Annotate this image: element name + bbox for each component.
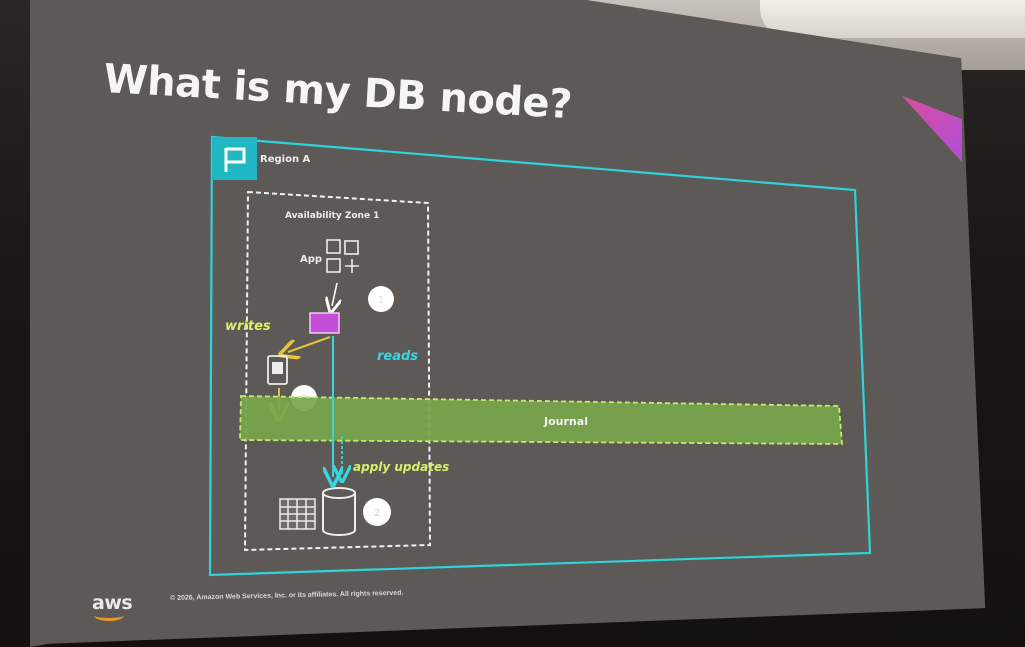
aws-logo: aws: [92, 592, 133, 614]
svg-text:2: 2: [374, 508, 380, 519]
client-box-icon: [309, 312, 340, 334]
app-label: App: [300, 254, 322, 265]
journal-bar: [239, 395, 843, 445]
app-to-client-arrow: [332, 282, 337, 306]
log-writer-icon: [267, 355, 288, 385]
region-label: Region A: [260, 154, 311, 165]
table-icon: [279, 498, 316, 530]
reads-label: reads: [377, 349, 418, 364]
database-cylinder-icon: [322, 487, 356, 536]
journal-label: Journal: [543, 415, 588, 428]
writes-arrow: [288, 336, 331, 352]
flag-icon: [212, 137, 257, 180]
aws-logo-smile-icon: [94, 610, 124, 621]
app-grid-icon: [326, 239, 359, 273]
ceiling-light: [760, 0, 1025, 38]
svg-text:1: 1: [378, 295, 384, 306]
step-1-badge: 1: [368, 286, 394, 312]
writes-label: writes: [225, 319, 271, 334]
projector-screen: [30, 0, 986, 647]
availability-zone-label: Availability Zone 1: [285, 211, 379, 221]
step-2-badge: 2: [363, 498, 391, 526]
apply-updates-label: apply updates: [353, 460, 449, 474]
region-box: [208, 135, 872, 577]
